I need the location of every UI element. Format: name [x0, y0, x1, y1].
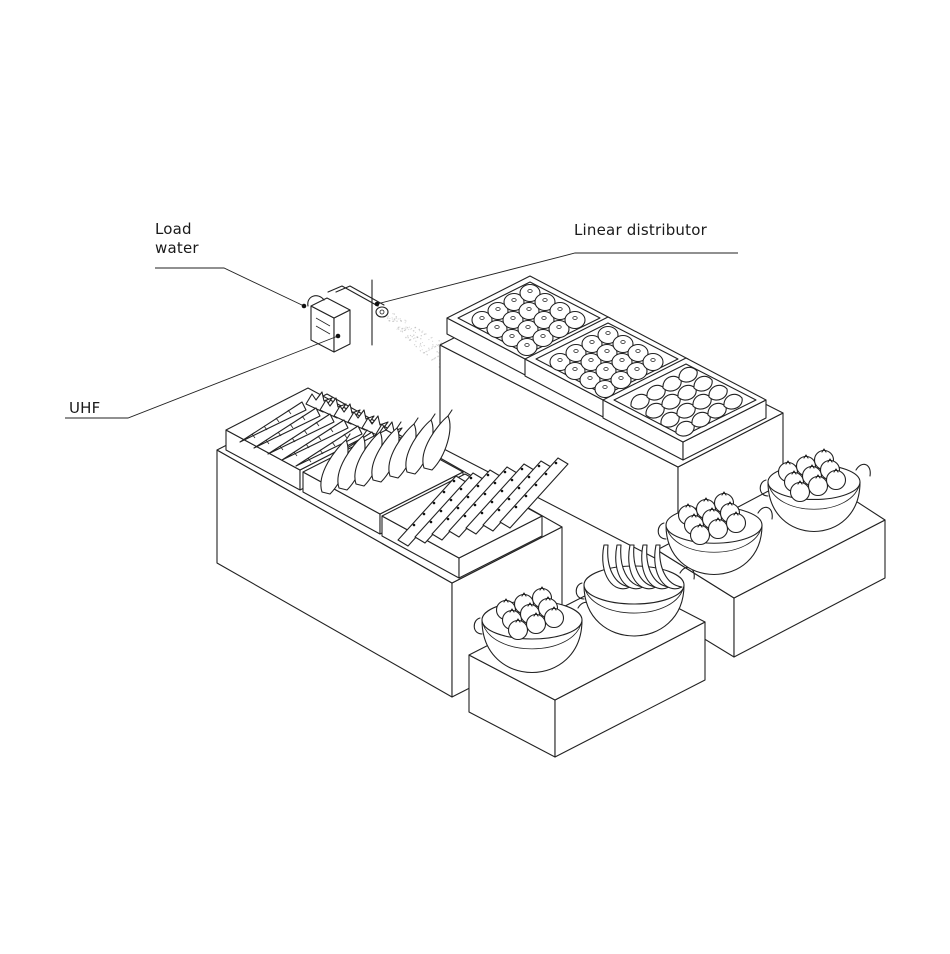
- uhf-label: UHF: [69, 399, 101, 417]
- crate-cucumbers: [381, 457, 569, 579]
- load-water-label-line1: Load: [155, 220, 192, 238]
- fruit-basket: [575, 544, 695, 637]
- fruit-basket: [657, 491, 773, 576]
- humidifier-unit-icon: [307, 279, 389, 353]
- callouts: Load water Linear distributor UHF: [65, 220, 738, 419]
- fruit-basket: [473, 586, 593, 674]
- linear-distributor-nozzle-icon: [375, 306, 389, 318]
- fruit-basket: [759, 448, 871, 532]
- load-water-label-line2: water: [155, 239, 199, 257]
- baskets: [473, 448, 871, 674]
- linear-distributor-label: Linear distributor: [574, 221, 708, 239]
- crate-back-3: [602, 357, 767, 461]
